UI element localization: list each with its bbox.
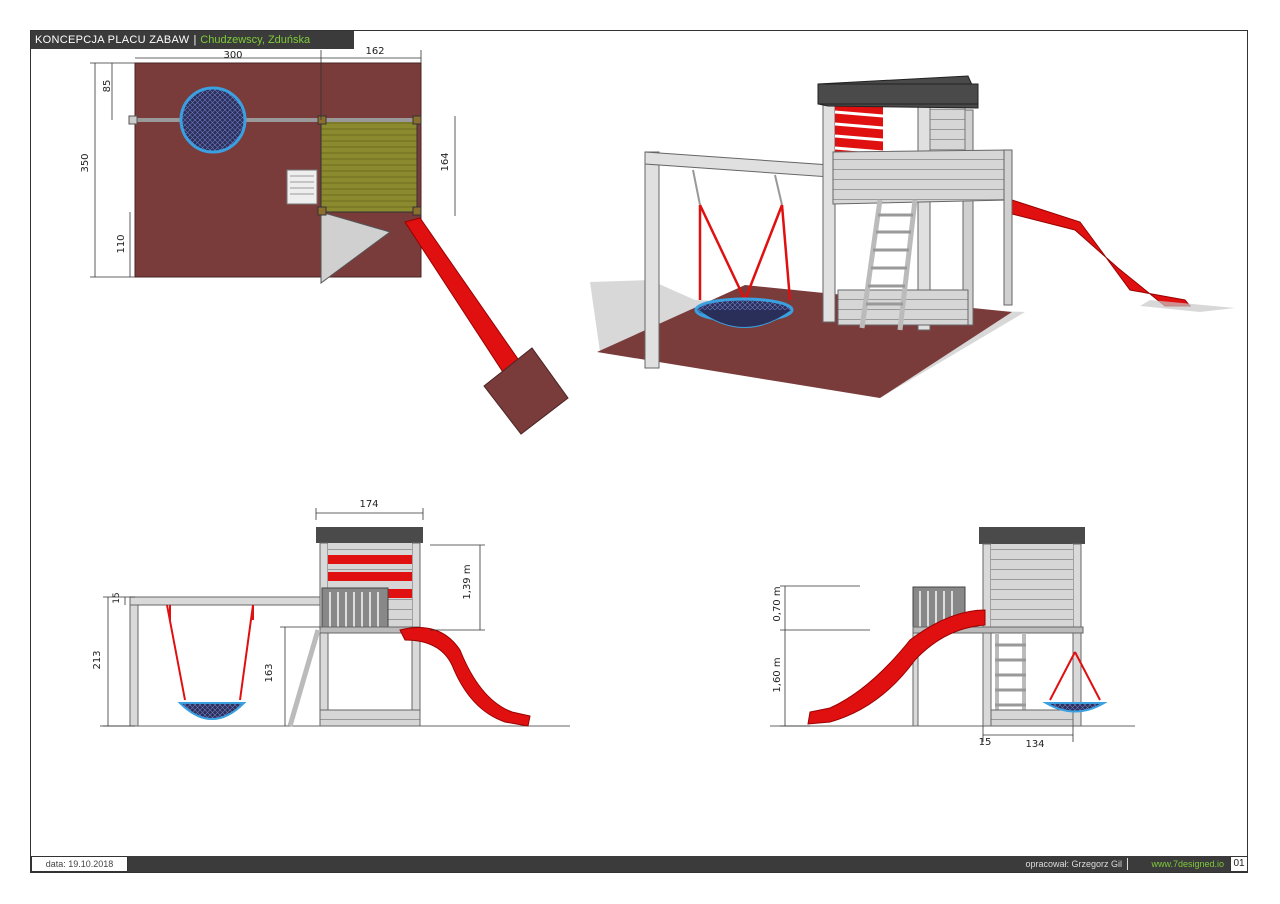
footer-separator [1127, 858, 1128, 870]
sheet-subtitle: Chudzewscy, Zduńska [200, 34, 311, 46]
side-swing-beam [129, 596, 321, 606]
title-bar: KONCEPCJA PLACU ZABAW|Chudzewscy, Zduńsk… [31, 31, 354, 49]
plan-ladder [286, 169, 318, 205]
plan-deck [320, 119, 418, 213]
plan-slide-platform [320, 211, 392, 284]
plan-slide [404, 217, 528, 387]
footer-bar: data: 19.10.2018 opracował: Grzegorz Gil… [31, 856, 1248, 872]
side-dim-roof: 1,39 m [462, 564, 473, 599]
title-separator: | [193, 34, 197, 46]
plan-view: 300 162 85 350 110 164 [80, 46, 569, 435]
side-ladder [287, 629, 321, 727]
footer-date: data: 19.10.2018 [31, 856, 128, 872]
front-dim-lower: 1,60 m [772, 657, 783, 692]
side-elevation: 174 1,39 m 15 213 163 [92, 499, 570, 727]
plan-dim-bottom: 110 [116, 234, 127, 253]
plan-dim-height: 350 [80, 153, 91, 172]
plan-dim-deck: 164 [440, 152, 451, 171]
side-roof [316, 527, 423, 543]
persp-ladder [859, 199, 918, 331]
perspective-view [590, 75, 1235, 398]
front-slide [807, 609, 986, 725]
side-dim-deck: 163 [264, 663, 275, 682]
sheet-title: KONCEPCJA PLACU ZABAW [35, 34, 190, 46]
front-dim-post: 15 [979, 737, 992, 748]
plan-slide-landing [483, 347, 569, 435]
persp-swing-beam [644, 151, 831, 178]
side-nest-swing [177, 702, 247, 720]
front-elevation: 0,70 m 1,60 m 15 134 [770, 527, 1135, 750]
front-ladder [995, 633, 1026, 713]
plan-dim-width: 300 [223, 50, 242, 61]
plan-dim-right: 162 [365, 46, 384, 57]
side-dim-total: 213 [92, 650, 103, 669]
page-number: 01 [1230, 856, 1248, 872]
front-dim-width: 134 [1025, 739, 1044, 750]
front-dim-upper: 0,70 m [772, 586, 783, 621]
persp-deck-wall [832, 149, 1009, 205]
side-dim-tower: 174 [359, 499, 378, 510]
persp-swing-post [644, 151, 660, 369]
plan-dim-top: 85 [102, 80, 113, 93]
persp-slide [1011, 199, 1192, 307]
side-dim-beam: 15 [112, 592, 122, 603]
footer-author: opracował: Grzegorz Gil [1025, 859, 1122, 869]
side-slide [399, 627, 531, 727]
footer-website[interactable]: www.7designed.io [1151, 859, 1224, 869]
front-roof [979, 527, 1085, 544]
front-nest-swing [1042, 702, 1108, 713]
plan-nest-swing [179, 86, 247, 154]
plan-beam-post [128, 115, 138, 125]
